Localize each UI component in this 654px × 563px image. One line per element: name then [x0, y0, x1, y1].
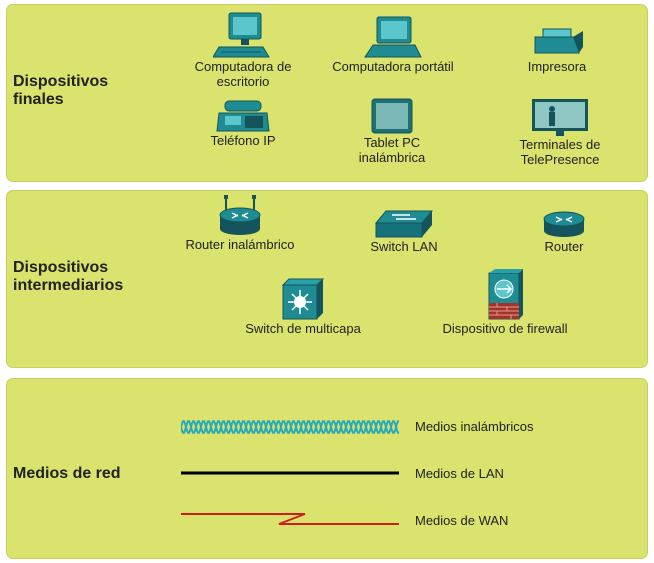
- desktop-computer-label: Computadora de escritorio: [194, 59, 292, 89]
- printer: Impresora: [512, 27, 602, 74]
- wireless-router-label: Router inalámbrico: [185, 237, 295, 252]
- firewall-icon: [488, 269, 523, 320]
- telepresence-terminal: Terminales de TelePresence: [500, 97, 620, 167]
- telepresence-label: Terminales de TelePresence: [519, 137, 601, 167]
- ip-phone-label: Teléfono IP: [210, 133, 276, 148]
- wireless-media-line: [181, 420, 399, 434]
- lan-switch-label: Switch LAN: [370, 239, 438, 254]
- network-media-title: Medios de red: [13, 465, 121, 482]
- tablet-icon: [371, 98, 413, 134]
- wireless-router: Router inalámbrico: [175, 193, 305, 252]
- tablet-label: Tablet PC inalámbrica: [358, 135, 426, 165]
- wireless-media-label: Medios inalámbricos: [415, 419, 534, 434]
- multilayer-switch-icon: [281, 278, 325, 320]
- multilayer-switch-label: Switch de multicapa: [245, 321, 361, 336]
- wan-media-line: [181, 513, 399, 525]
- firewall: Dispositivo de firewall: [425, 269, 585, 336]
- wireless-router-icon: [219, 195, 261, 235]
- end-devices-panel: Dispositivos finales Computadora de escr…: [6, 4, 648, 182]
- desktop-computer-icon: [213, 12, 270, 58]
- multilayer-switch: Switch de multicapa: [233, 277, 373, 336]
- lan-media-line: [181, 471, 399, 475]
- printer-icon: [534, 28, 583, 54]
- network-media-panel: Medios de red Medios inalámbricos Medios…: [6, 378, 648, 559]
- laptop-icon: [364, 16, 422, 58]
- intermediary-devices-title: Dispositivos intermediarios: [13, 259, 124, 294]
- end-devices-title: Dispositivos finales: [13, 73, 109, 108]
- lan-switch: Switch LAN: [359, 209, 449, 254]
- router-icon: [543, 211, 585, 237]
- ip-phone: Teléfono IP: [195, 99, 291, 148]
- laptop: Computadora portátil: [325, 15, 461, 74]
- router-label: Router: [544, 239, 584, 254]
- lan-media-label: Medios de LAN: [415, 466, 504, 481]
- ip-phone-icon: [216, 100, 270, 132]
- wan-media-label: Medios de WAN: [415, 513, 509, 528]
- printer-label: Impresora: [527, 59, 587, 74]
- router: Router: [529, 209, 599, 254]
- desktop-computer: Computadora de escritorio: [183, 11, 303, 89]
- telepresence-icon: [532, 99, 588, 136]
- lan-switch-icon: [374, 210, 434, 238]
- tablet: Tablet PC inalámbrica: [347, 97, 437, 165]
- intermediary-devices-panel: Dispositivos intermediarios Router inalá…: [6, 190, 648, 368]
- firewall-label: Dispositivo de firewall: [442, 321, 568, 336]
- laptop-label: Computadora portátil: [332, 59, 454, 74]
